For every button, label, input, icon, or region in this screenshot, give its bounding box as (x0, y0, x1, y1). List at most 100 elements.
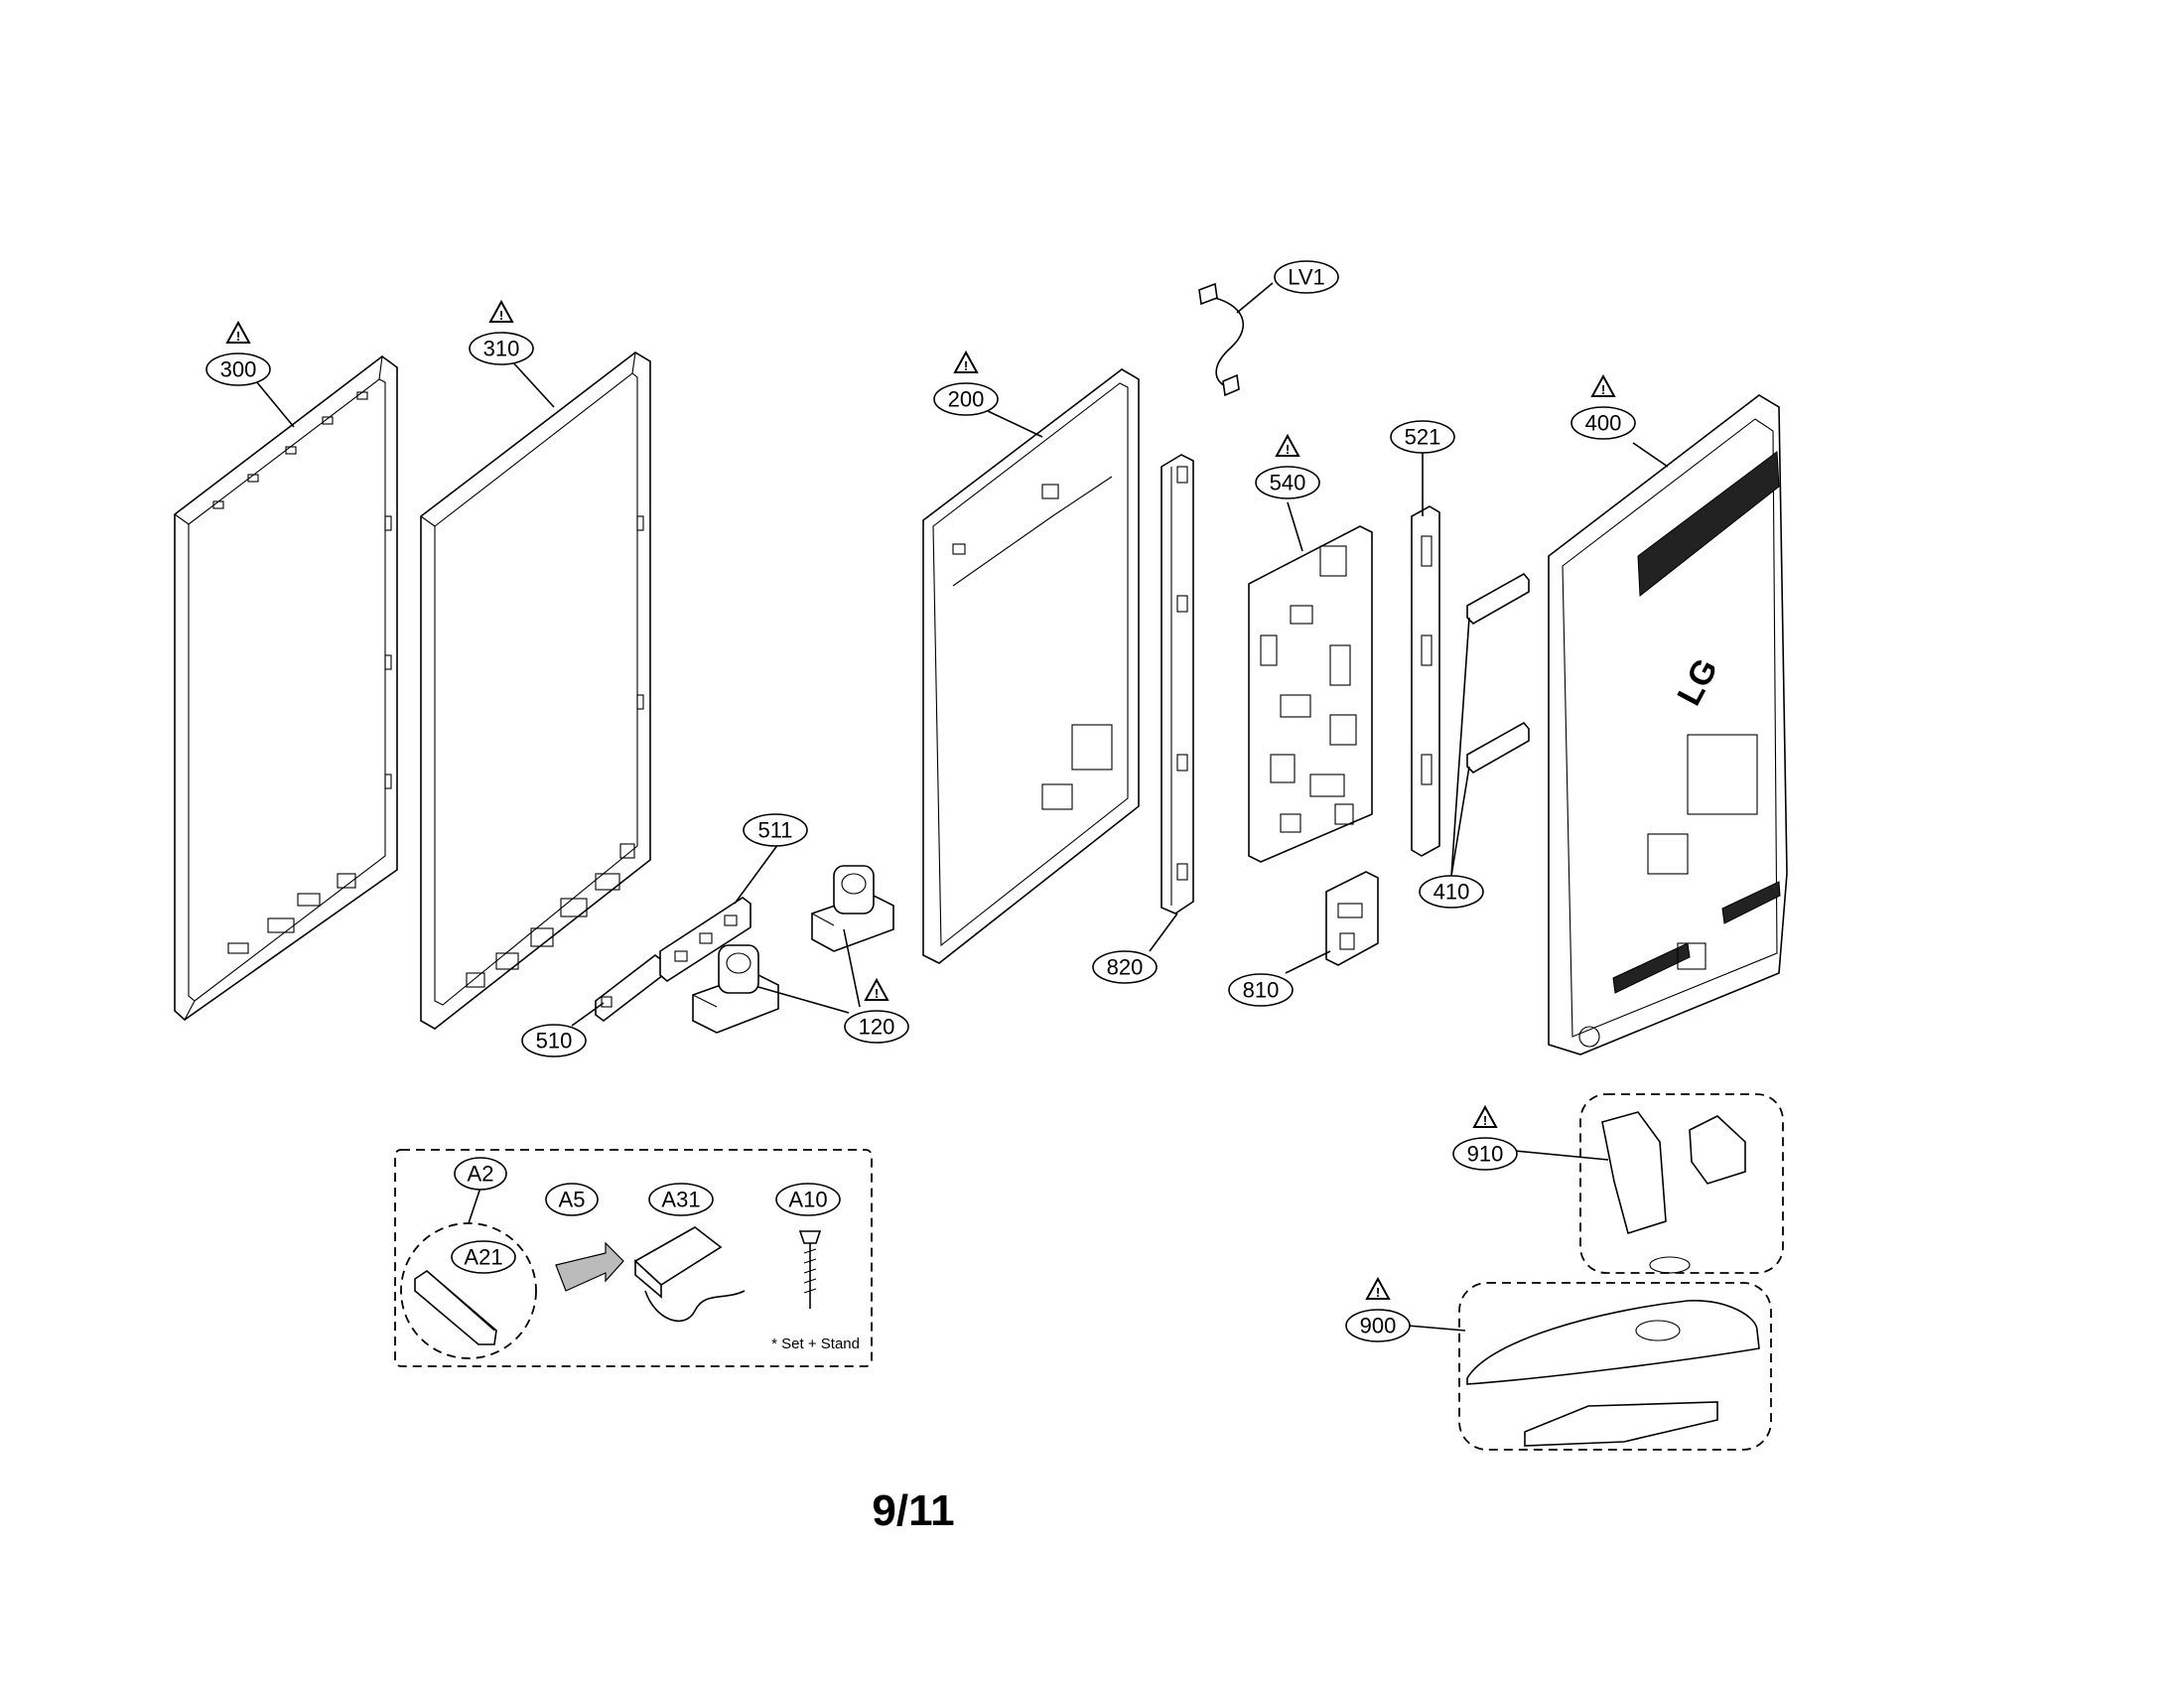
callout-label: A10 (788, 1188, 827, 1212)
callout-bubble (933, 382, 999, 416)
callout-310: 310! (469, 299, 534, 365)
callout-label: A21 (464, 1245, 502, 1270)
callout-bubble (1274, 260, 1339, 294)
part-200-lcd-panel (922, 368, 1140, 964)
warning-triangle-icon: ! (1275, 433, 1300, 457)
warning-glyph: ! (1601, 382, 1605, 397)
callout-a5: A5 (545, 1183, 599, 1216)
warning-triangle-icon: ! (864, 977, 889, 1001)
callout-label: 900 (1360, 1314, 1397, 1338)
part-410-bracket-lower (1466, 721, 1530, 774)
callout-label: 200 (948, 387, 985, 412)
callout-540: 540! (1255, 433, 1320, 499)
callout-label: 300 (220, 357, 257, 382)
callout-120: 120! (844, 977, 909, 1044)
warning-triangle-icon: ! (1365, 1276, 1391, 1300)
callout-label: 511 (757, 818, 792, 843)
callout-bubble (1419, 875, 1484, 909)
part-callouts: 300!310!200!LV1540!521400!511510120!8208… (205, 260, 1636, 1342)
warning-glyph: ! (1286, 442, 1290, 457)
callout-bubble (1390, 420, 1455, 454)
part-900-group-box (1458, 1282, 1772, 1451)
callout-bubble (451, 1240, 516, 1274)
callout-bubble (1452, 1137, 1518, 1171)
callout-label: A31 (661, 1188, 700, 1212)
callout-bubble (454, 1157, 507, 1191)
warning-triangle-icon: ! (1472, 1104, 1498, 1128)
warning-glyph: ! (875, 986, 879, 1001)
callout-bubble (648, 1183, 714, 1216)
callout-300: 300! (205, 320, 271, 386)
callout-bubble (521, 1024, 587, 1057)
accessories-group-box (394, 1149, 873, 1367)
callout-label: 810 (1243, 978, 1280, 1003)
callout-bubble (743, 813, 808, 847)
callout-410: 410 (1419, 875, 1484, 909)
callout-lv1: LV1 (1274, 260, 1339, 294)
callout-label: 510 (536, 1029, 573, 1054)
warning-glyph: ! (499, 308, 503, 323)
callout-a21: A21 (451, 1240, 516, 1274)
part-511-key-board (659, 897, 751, 982)
warning-triangle-icon: ! (953, 350, 979, 373)
accessory-a31-adapter (633, 1226, 746, 1323)
callout-label: 400 (1585, 411, 1622, 436)
callout-a31: A31 (648, 1183, 714, 1216)
callout-810: 810 (1228, 973, 1294, 1007)
part-910-group-box (1579, 1093, 1784, 1274)
leader-lines (255, 282, 1669, 1332)
part-410-bracket-upper (1466, 572, 1530, 625)
callout-bubble (1570, 406, 1636, 440)
callout-label: 540 (1270, 471, 1306, 495)
callout-bubble (469, 332, 534, 365)
page-number: 9/11 (872, 1486, 954, 1535)
warning-triangle-icon: ! (1590, 373, 1616, 397)
warning-glyph: ! (1376, 1285, 1380, 1300)
part-910-stand-neck (1601, 1111, 1746, 1274)
callout-label: A2 (468, 1162, 494, 1187)
callout-label: LV1 (1288, 265, 1325, 290)
warning-glyph: ! (964, 358, 968, 373)
callout-bubble (844, 1010, 909, 1044)
callout-a10: A10 (775, 1183, 841, 1216)
part-810-bracket (1325, 871, 1379, 966)
warning-glyph: ! (1483, 1113, 1487, 1128)
callout-label: 910 (1467, 1142, 1504, 1167)
part-400-back-cover: LG (1548, 394, 1788, 1055)
part-540-main-board (1248, 525, 1373, 863)
part-lv1-cable (1198, 282, 1245, 397)
callout-label: 410 (1433, 880, 1470, 905)
accessory-a10-screw (798, 1230, 822, 1309)
accessory-a5-manual (555, 1241, 624, 1292)
warning-glyph: ! (236, 329, 240, 344)
callout-bubble (545, 1183, 599, 1216)
callout-label: 120 (859, 1015, 895, 1040)
callout-bubble (1255, 466, 1320, 499)
callout-820: 820 (1092, 950, 1158, 984)
callout-bubble (1092, 950, 1158, 984)
warning-triangle-icon: ! (488, 299, 514, 323)
part-521-side-board (1411, 505, 1440, 857)
callout-400: 400! (1570, 373, 1636, 440)
part-820-side-bracket (1160, 454, 1194, 914)
part-120-speaker-upper (811, 865, 894, 952)
callout-511: 511 (743, 813, 808, 847)
accessory-a21-stand-plate (414, 1269, 497, 1345)
callout-910: 910! (1452, 1104, 1518, 1171)
callout-bubble (205, 352, 271, 386)
callout-label: 521 (1405, 425, 1441, 450)
callout-a2: A2 (454, 1157, 507, 1191)
callout-900: 900! (1345, 1276, 1411, 1342)
callout-label: A5 (559, 1188, 586, 1212)
callout-510: 510 (521, 1024, 587, 1057)
callout-bubble (775, 1183, 841, 1216)
callout-521: 521 (1390, 420, 1455, 454)
callout-bubble (1228, 973, 1294, 1007)
part-120-speaker-lower (692, 944, 779, 1034)
part-310-frame (420, 352, 651, 1030)
part-300-front-bezel (174, 355, 398, 1022)
callout-label: 310 (483, 337, 520, 361)
callout-200: 200! (933, 350, 999, 416)
callout-label: 820 (1107, 955, 1144, 980)
